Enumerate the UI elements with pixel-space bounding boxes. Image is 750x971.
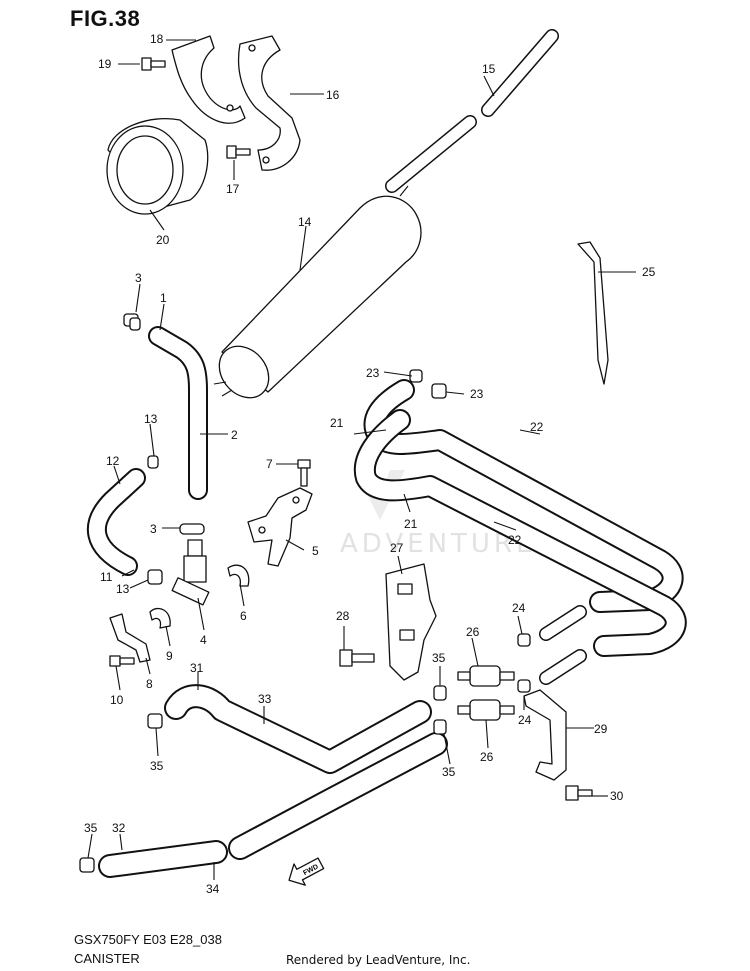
callout-17: 17: [226, 182, 240, 196]
callout-3-upper: 3: [135, 271, 142, 285]
part-33-hose: [164, 684, 432, 774]
callout-35-mid-upper: 35: [432, 651, 446, 665]
callout-21-upper: 21: [330, 416, 344, 430]
leader-lines: [87, 39, 636, 880]
part-26-filter-lower: [457, 699, 515, 721]
part-4-joint: [171, 539, 210, 606]
callout-15: 15: [482, 62, 496, 76]
fwd-marker: FWD: [288, 857, 325, 886]
callout-18: 18: [150, 32, 164, 46]
callout-31: 31: [190, 661, 204, 675]
callout-16: 16: [326, 88, 340, 102]
part-18-bracket: [171, 35, 246, 124]
part-19-bolt: [141, 57, 166, 71]
callout-23-left: 23: [366, 366, 380, 380]
part-29-bracket: [523, 689, 567, 781]
callout-22-upper: 22: [530, 420, 544, 434]
callout-10: 10: [110, 693, 124, 707]
part-13-clamp-upper: [147, 455, 159, 469]
part-13-clamp-lower: [147, 569, 163, 585]
callout-32: 32: [112, 821, 126, 835]
callout-26-lower: 26: [480, 750, 494, 764]
part-28-bolt: [339, 649, 375, 667]
callout-35-left: 35: [150, 759, 164, 773]
part-8-bracket: [109, 613, 151, 663]
part-17-bolt: [226, 145, 251, 159]
callout-9: 9: [166, 649, 173, 663]
callout-29: 29: [594, 722, 608, 736]
callout-30: 30: [610, 789, 624, 803]
callout-6: 6: [240, 609, 247, 623]
part-7-bolt: [297, 459, 311, 487]
part-24-hose-stubs: [517, 605, 587, 693]
callout-7: 7: [266, 457, 273, 471]
callout-24-lower: 24: [518, 713, 532, 727]
callout-22-lower: 22: [508, 533, 522, 547]
assembly-name: CANISTER: [74, 951, 140, 966]
part-23-clamp-b: [431, 383, 447, 399]
callout-8: 8: [146, 677, 153, 691]
callout-12: 12: [106, 454, 120, 468]
part-10-bolt: [109, 655, 135, 667]
part-35-clamp-b: [433, 685, 447, 701]
part-20-sleeve: [106, 118, 209, 215]
callout-11: 11: [100, 570, 113, 584]
callout-2: 2: [231, 428, 238, 442]
part-34-hose: [98, 732, 448, 878]
callout-33: 33: [258, 692, 272, 706]
part-5-bracket: [247, 487, 313, 567]
part-27-bracket: [385, 563, 437, 681]
callout-13-upper: 13: [144, 412, 158, 426]
callout-20: 20: [156, 233, 170, 247]
callout-35-mid-lower: 35: [442, 765, 456, 779]
callout-24-upper: 24: [512, 601, 526, 615]
model-code: GSX750FY E03 E28_038: [74, 932, 222, 947]
callout-23-right: 23: [470, 387, 484, 401]
callout-5: 5: [312, 544, 319, 558]
part-6-clip: [227, 564, 250, 587]
part-35-clamp-d: [79, 857, 95, 873]
part-12-hose: [86, 468, 146, 576]
part-35-clamp-c: [433, 719, 447, 735]
callout-4: 4: [200, 633, 207, 647]
callout-13-lower: 13: [116, 582, 130, 596]
part-35-clamp-a: [147, 713, 163, 729]
part-15-hose: [385, 29, 559, 193]
part-30-bolt: [565, 785, 593, 801]
part-14-canister: [213, 185, 422, 399]
callout-21-lower: 21: [404, 517, 418, 531]
callout-1: 1: [160, 291, 167, 305]
fwd-arrow-icon: [288, 857, 325, 886]
callout-28: 28: [336, 609, 350, 623]
callout-26-upper: 26: [466, 625, 480, 639]
callout-14: 14: [298, 215, 312, 229]
part-3-clamp-lower: [179, 523, 205, 535]
part-21-hose-upper: [363, 379, 684, 613]
callout-19: 19: [98, 57, 112, 71]
callout-34: 34: [206, 882, 220, 896]
part-3-clamp-upper: [123, 313, 141, 331]
part-9-clip: [149, 607, 171, 629]
part-25-cable-tie: [577, 241, 609, 385]
callout-3-lower: 3: [150, 522, 157, 536]
rendered-by: Rendered by LeadVenture, Inc.: [286, 953, 471, 967]
part-26-filter-upper: [457, 665, 515, 687]
part-2-hose: [148, 326, 208, 500]
part-16-bracket: [237, 35, 301, 171]
figure-title: FIG.38: [70, 6, 141, 31]
callout-35-bottom: 35: [84, 821, 98, 835]
callout-27: 27: [390, 541, 404, 555]
callout-labels: 1 2 3 3 4 5 6 7 8 9 10 11 12 13 13 14 15…: [84, 32, 656, 896]
callout-25: 25: [642, 265, 656, 279]
part-21-hose-lower: [353, 409, 687, 657]
